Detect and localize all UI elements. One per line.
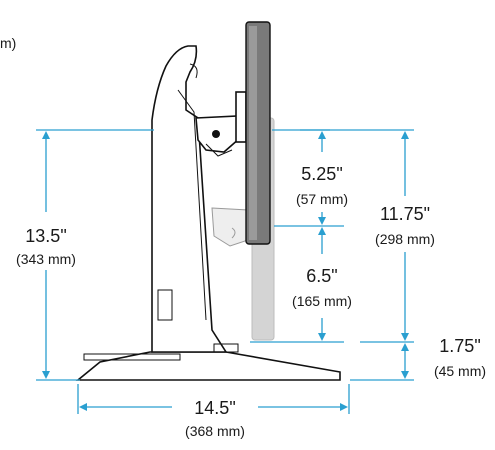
base-depth-inches: 14.5" [194,398,235,418]
full-travel-mm: (298 mm) [375,231,435,247]
total-height-mm: (343 mm) [16,251,76,267]
min-height-inches: 1.75" [439,336,480,356]
base-depth-mm: (368 mm) [185,423,245,439]
dimension-labels: 13.5" (343 mm) 5.25" (57 mm) 6.5" (165 m… [16,164,486,439]
stand-base [75,351,341,381]
upper-travel-inches: 5.25" [301,164,342,184]
lower-travel-inches: 6.5" [306,266,337,286]
lower-travel-mm: (165 mm) [292,293,352,309]
hinge-mount [195,91,247,353]
stand-column [151,45,228,353]
upper-travel-mm: (57 mm) [296,191,348,207]
total-height-inches: 13.5" [25,226,66,246]
partial-label: m) [0,35,16,51]
dimension-lines [36,129,414,414]
full-travel-inches: 11.75" [380,204,430,224]
min-height-mm: (45 mm) [434,363,486,379]
display-panel-raised [245,21,271,245]
